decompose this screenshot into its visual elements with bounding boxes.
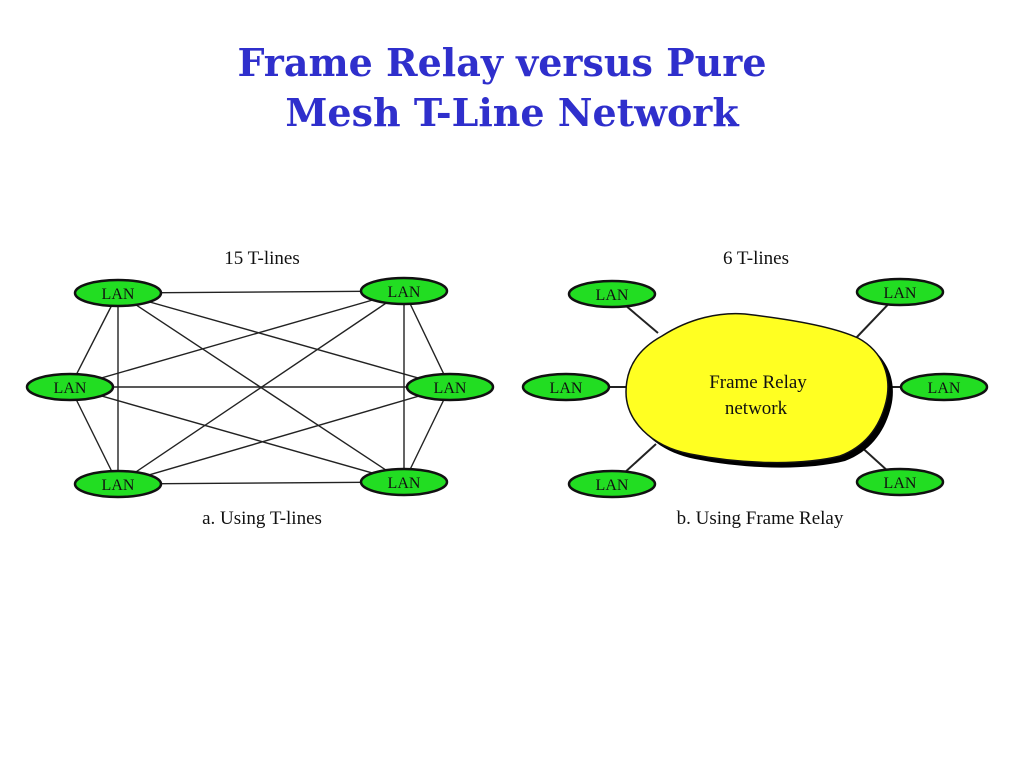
mesh-link [117, 292, 451, 388]
lan-label: LAN [102, 286, 135, 303]
frame-relay-network: 6 T-lines Frame Relay network LAN [521, 248, 989, 529]
mesh-heading: 15 T-lines [224, 248, 299, 269]
lan-label: LAN [550, 380, 583, 397]
lan-label: LAN [102, 477, 135, 494]
mesh-links [69, 290, 451, 485]
cloud-label-line-2: network [725, 398, 788, 419]
mesh-link [69, 386, 119, 485]
lan-label: LAN [884, 475, 917, 492]
frame-relay-cloud: Frame Relay network [625, 312, 893, 468]
lan-label: LAN [596, 477, 629, 494]
lan-label: LAN [388, 284, 421, 301]
frame-relay-lan-node: LAN [855, 277, 945, 307]
frame-relay-lan-node: LAN [899, 372, 989, 402]
mesh-link [403, 386, 451, 483]
lan-label: LAN [388, 475, 421, 492]
mesh-link [69, 386, 405, 483]
frame-relay-lan-node: LAN [567, 469, 657, 499]
lan-label: LAN [596, 287, 629, 304]
mesh-lan-node: LAN [25, 372, 115, 402]
mesh-link [117, 290, 405, 294]
frame-relay-lan-node: LAN [521, 372, 611, 402]
mesh-link [117, 386, 451, 485]
frame-relay-caption: b. Using Frame Relay [677, 508, 844, 529]
mesh-link [69, 292, 119, 388]
slide-title: Frame Relay versus Pure Mesh T-Line Netw… [0, 38, 1024, 138]
frame-relay-lan-node: LAN [567, 279, 657, 309]
lan-label: LAN [54, 380, 87, 397]
mesh-lan-node: LAN [359, 276, 449, 306]
mesh-lan-node: LAN [359, 467, 449, 497]
title-line-1: Frame Relay versus Pure [237, 40, 767, 85]
mesh-network: 15 T-lines LAN [25, 248, 495, 529]
lan-label: LAN [434, 380, 467, 397]
mesh-link [117, 481, 405, 485]
title-line-2: Mesh T-Line Network [285, 90, 739, 135]
mesh-lan-node: LAN [73, 469, 163, 499]
frame-relay-heading: 6 T-lines [723, 248, 789, 269]
mesh-caption: a. Using T-lines [202, 508, 322, 529]
frame-relay-lan-node: LAN [855, 467, 945, 497]
mesh-lan-node: LAN [405, 372, 495, 402]
mesh-link [403, 290, 451, 388]
mesh-link [69, 290, 405, 388]
lan-label: LAN [928, 380, 961, 397]
mesh-lan-node: LAN [73, 278, 163, 308]
cloud-label-line-1: Frame Relay [709, 372, 807, 393]
lan-label: LAN [884, 285, 917, 302]
